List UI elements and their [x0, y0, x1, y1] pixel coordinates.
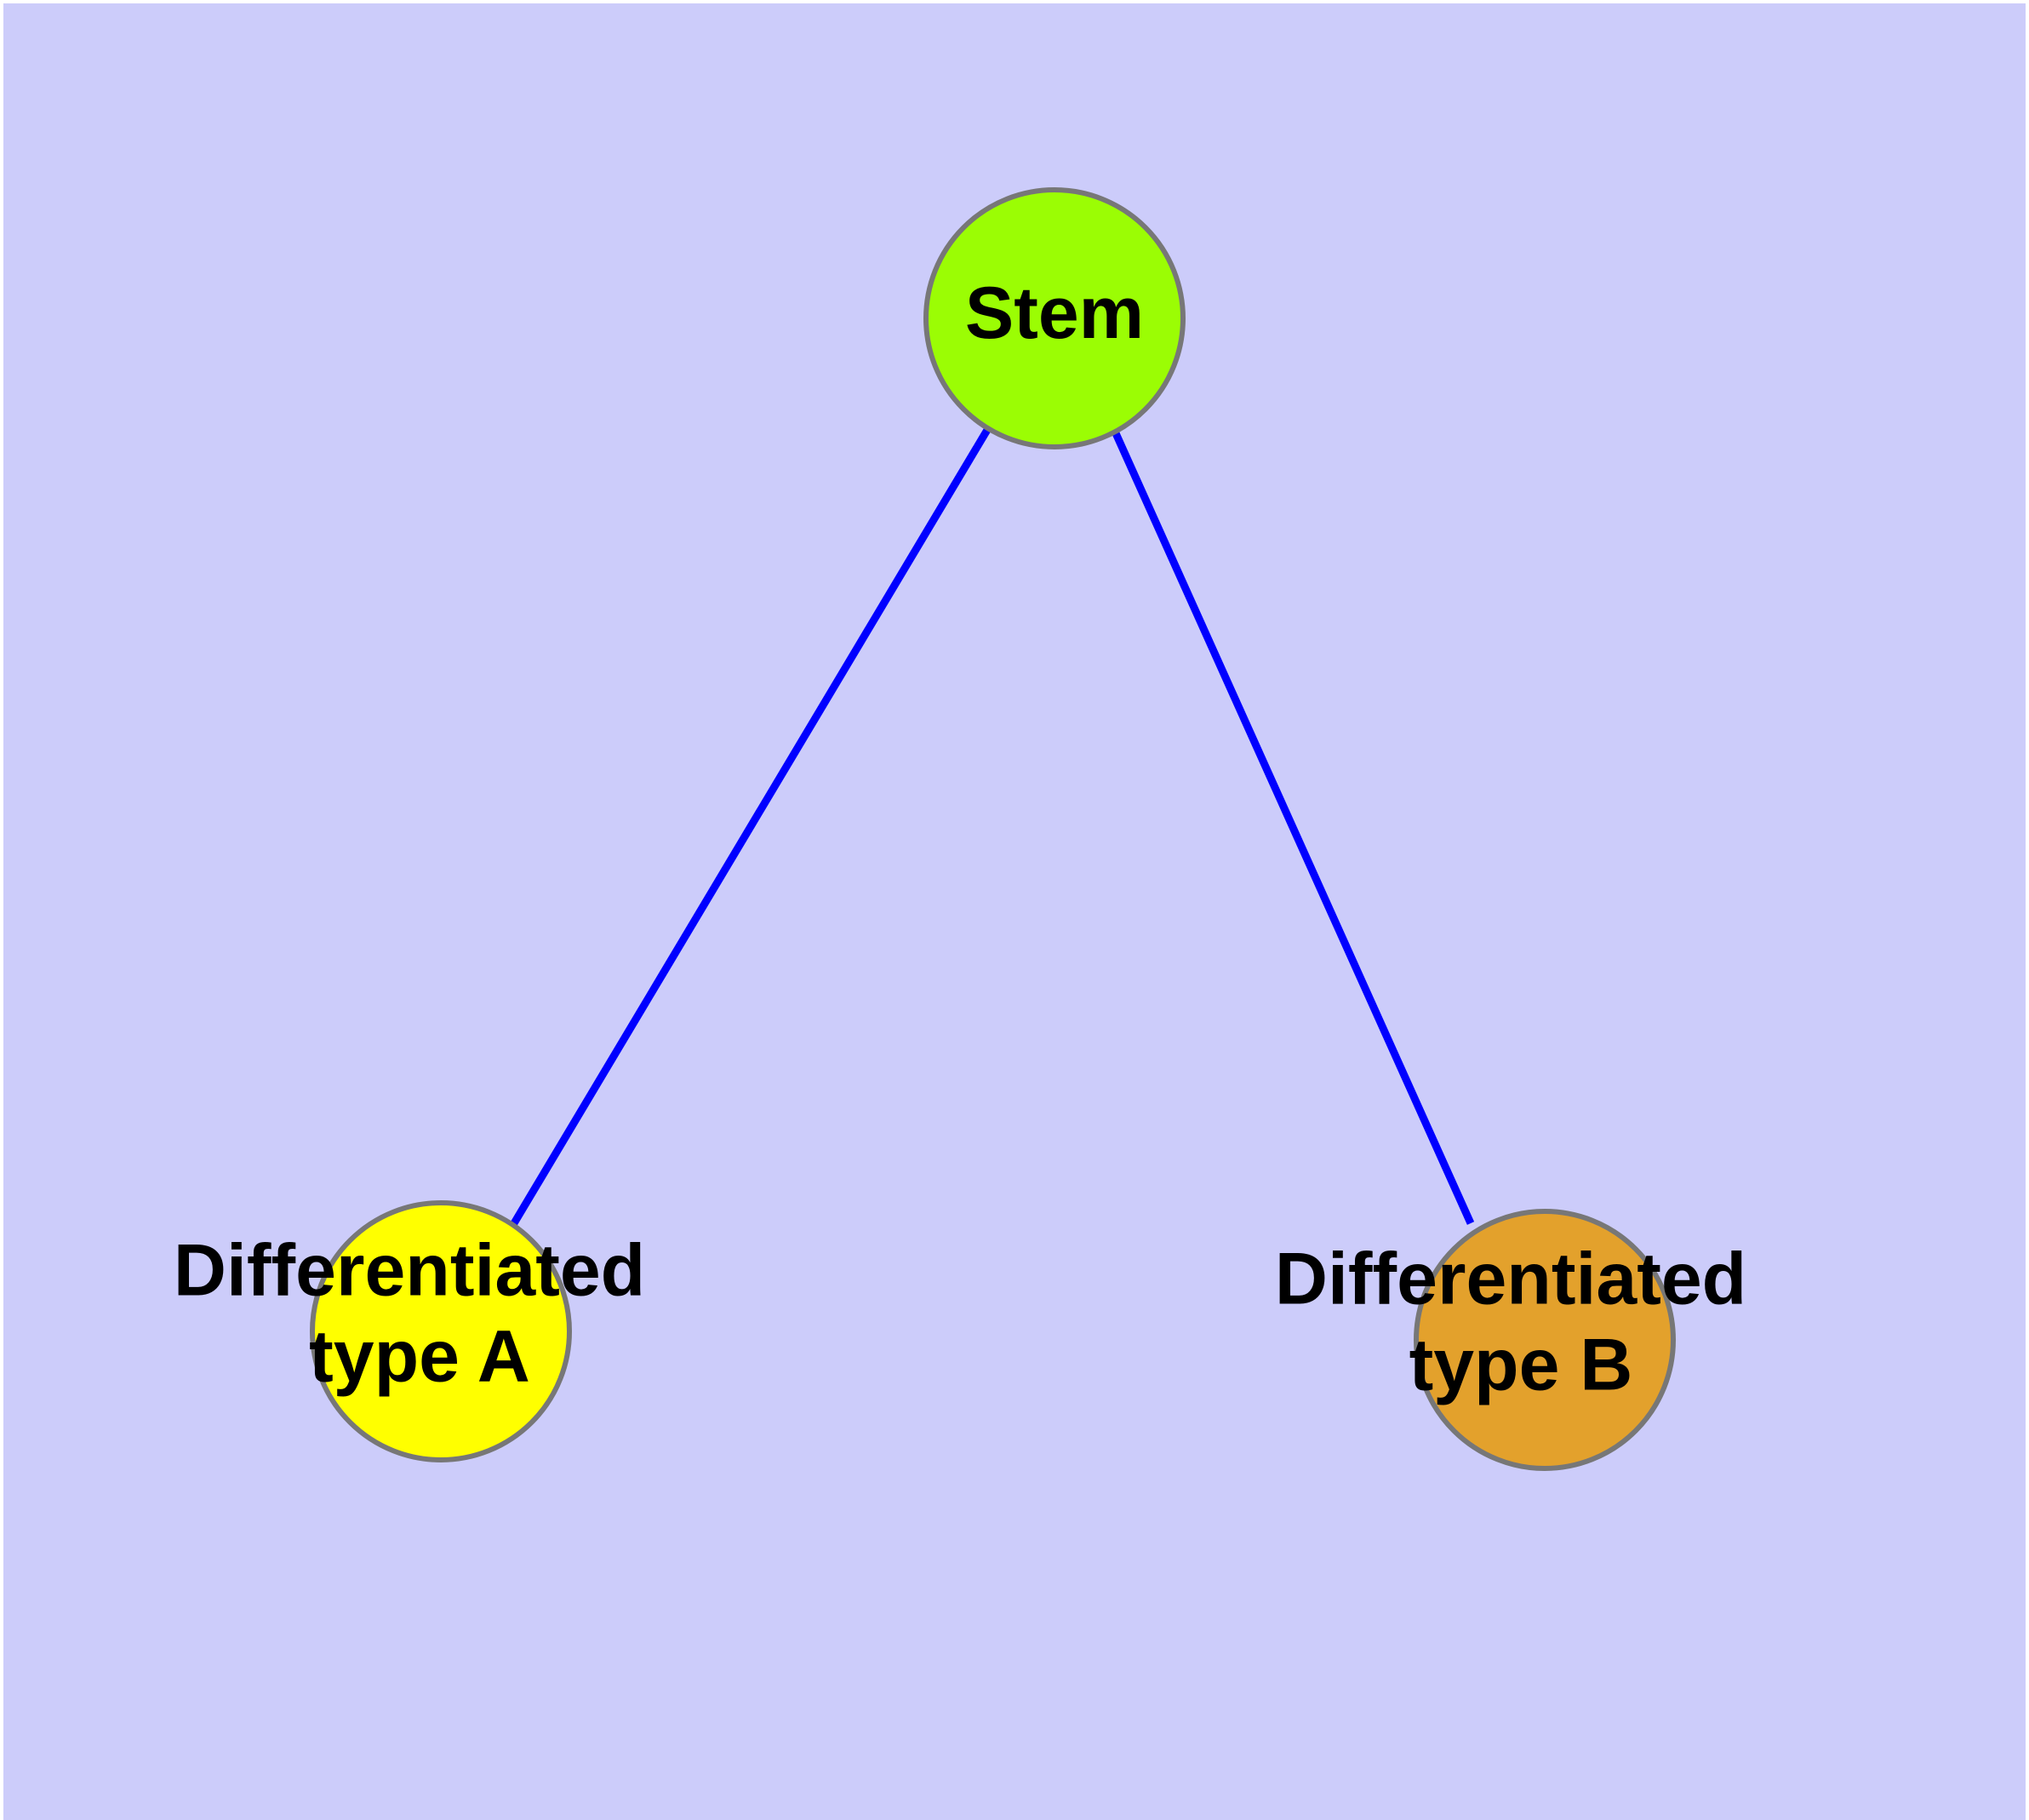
edge-stem-to-diff-a[interactable] [511, 427, 991, 1226]
node-diff-b-label: Differentiated type B [1275, 1238, 1767, 1405]
node-stem-circle[interactable] [923, 187, 1186, 449]
edge-layer [511, 427, 1475, 1226]
node-layer: Stem Differentiated type A Differentiate… [174, 187, 1767, 1471]
node-differentiated-type-a[interactable]: Differentiated type A [174, 1200, 666, 1462]
node-stem[interactable]: Stem [923, 187, 1186, 449]
edge-stem-to-diff-b[interactable] [1112, 432, 1475, 1225]
node-differentiated-type-b[interactable]: Differentiated type B [1275, 1209, 1767, 1471]
node-diff-a-circle[interactable] [310, 1200, 572, 1462]
node-stem-label: Stem [965, 272, 1144, 354]
node-diff-b-circle[interactable] [1414, 1209, 1676, 1471]
node-diff-a-label: Differentiated type A [174, 1229, 666, 1397]
